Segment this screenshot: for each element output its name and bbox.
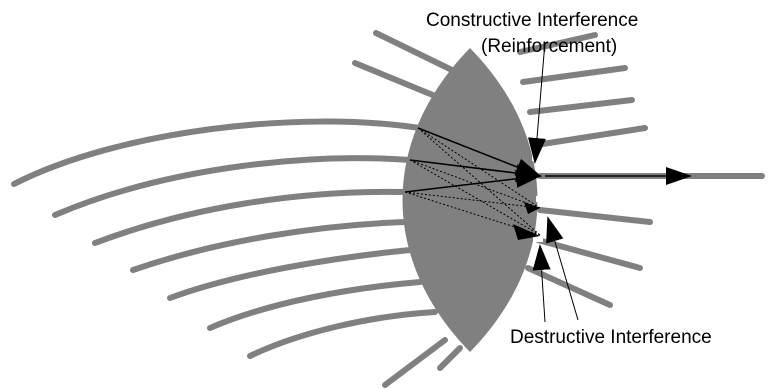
outgoing-lines [520, 35, 762, 305]
outgoing-line-3 [530, 100, 632, 112]
constructive-label-line1: Constructive Interference [426, 10, 638, 31]
upper-stub-1 [376, 33, 456, 72]
lower-stub-2 [440, 348, 460, 368]
constructive-label-line2: (Reinforcement) [481, 36, 617, 57]
incoming-wave-lines [14, 122, 435, 356]
destructive-pointer-1 [548, 218, 578, 320]
lower-stub-lines [385, 340, 460, 385]
upper-stub-2 [355, 63, 440, 98]
outgoing-line-5 [540, 210, 650, 222]
incoming-wave-4 [133, 222, 405, 270]
incoming-wave-1 [14, 122, 420, 184]
outgoing-line-2 [523, 68, 625, 82]
incoming-wave-6 [210, 282, 420, 328]
destructive-label: Destructive Interference [510, 327, 712, 348]
incoming-wave-5 [170, 250, 410, 298]
lens-gap-2 [536, 196, 546, 202]
outgoing-line-6 [538, 240, 640, 268]
destructive-pointer-2 [540, 246, 545, 322]
outgoing-line-7 [528, 268, 610, 305]
incoming-wave-7 [250, 312, 435, 356]
lower-stub-1 [385, 340, 445, 385]
incoming-wave-3 [95, 192, 405, 243]
outgoing-line-4 [536, 128, 645, 145]
lens-gap-1 [532, 155, 542, 161]
